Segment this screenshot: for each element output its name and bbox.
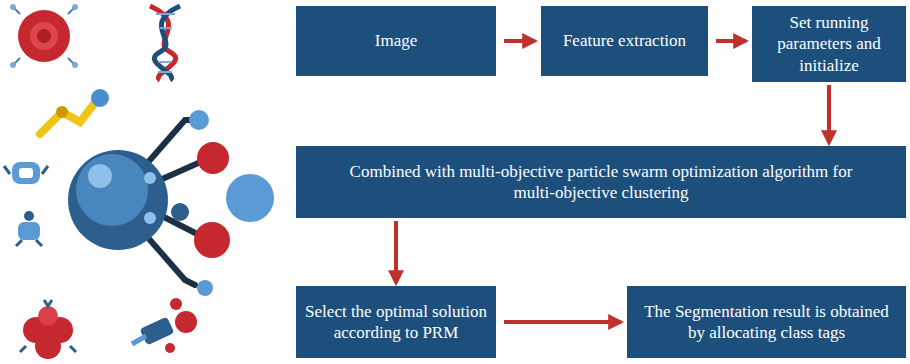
box-label: Feature extraction bbox=[563, 30, 686, 51]
nanorobot bbox=[68, 110, 274, 296]
process-box: Select the optimal solution according to… bbox=[296, 286, 496, 358]
box-label: Image bbox=[375, 30, 417, 51]
blood-cell-icon bbox=[10, 4, 78, 68]
flow-arrow bbox=[716, 39, 746, 43]
flow-arrow bbox=[504, 320, 621, 324]
cell-cluster-icon bbox=[20, 300, 76, 359]
process-box: Image bbox=[296, 6, 496, 76]
flow-arrow bbox=[827, 85, 831, 143]
box-label: The Segmentation result is obtained by a… bbox=[639, 301, 894, 344]
box-label: Combined with multi-objective particle s… bbox=[336, 161, 866, 204]
process-box: Feature extraction bbox=[541, 6, 708, 76]
process-box: Combined with multi-objective particle s… bbox=[296, 146, 906, 218]
small-robot-icons bbox=[4, 162, 48, 246]
box-label: Set running parameters and initialize bbox=[760, 12, 898, 76]
robot-arm-icon bbox=[40, 89, 109, 134]
flow-arrow bbox=[504, 39, 535, 43]
process-box: The Segmentation result is obtained by a… bbox=[627, 286, 906, 358]
flow-arrow bbox=[394, 221, 398, 283]
process-box: Set running parameters and initialize bbox=[752, 6, 906, 82]
probe-robot-icon bbox=[132, 298, 197, 353]
nanorobot-illustration bbox=[0, 0, 290, 364]
dna-icon bbox=[150, 6, 180, 80]
box-label: Select the optimal solution according to… bbox=[304, 301, 488, 344]
